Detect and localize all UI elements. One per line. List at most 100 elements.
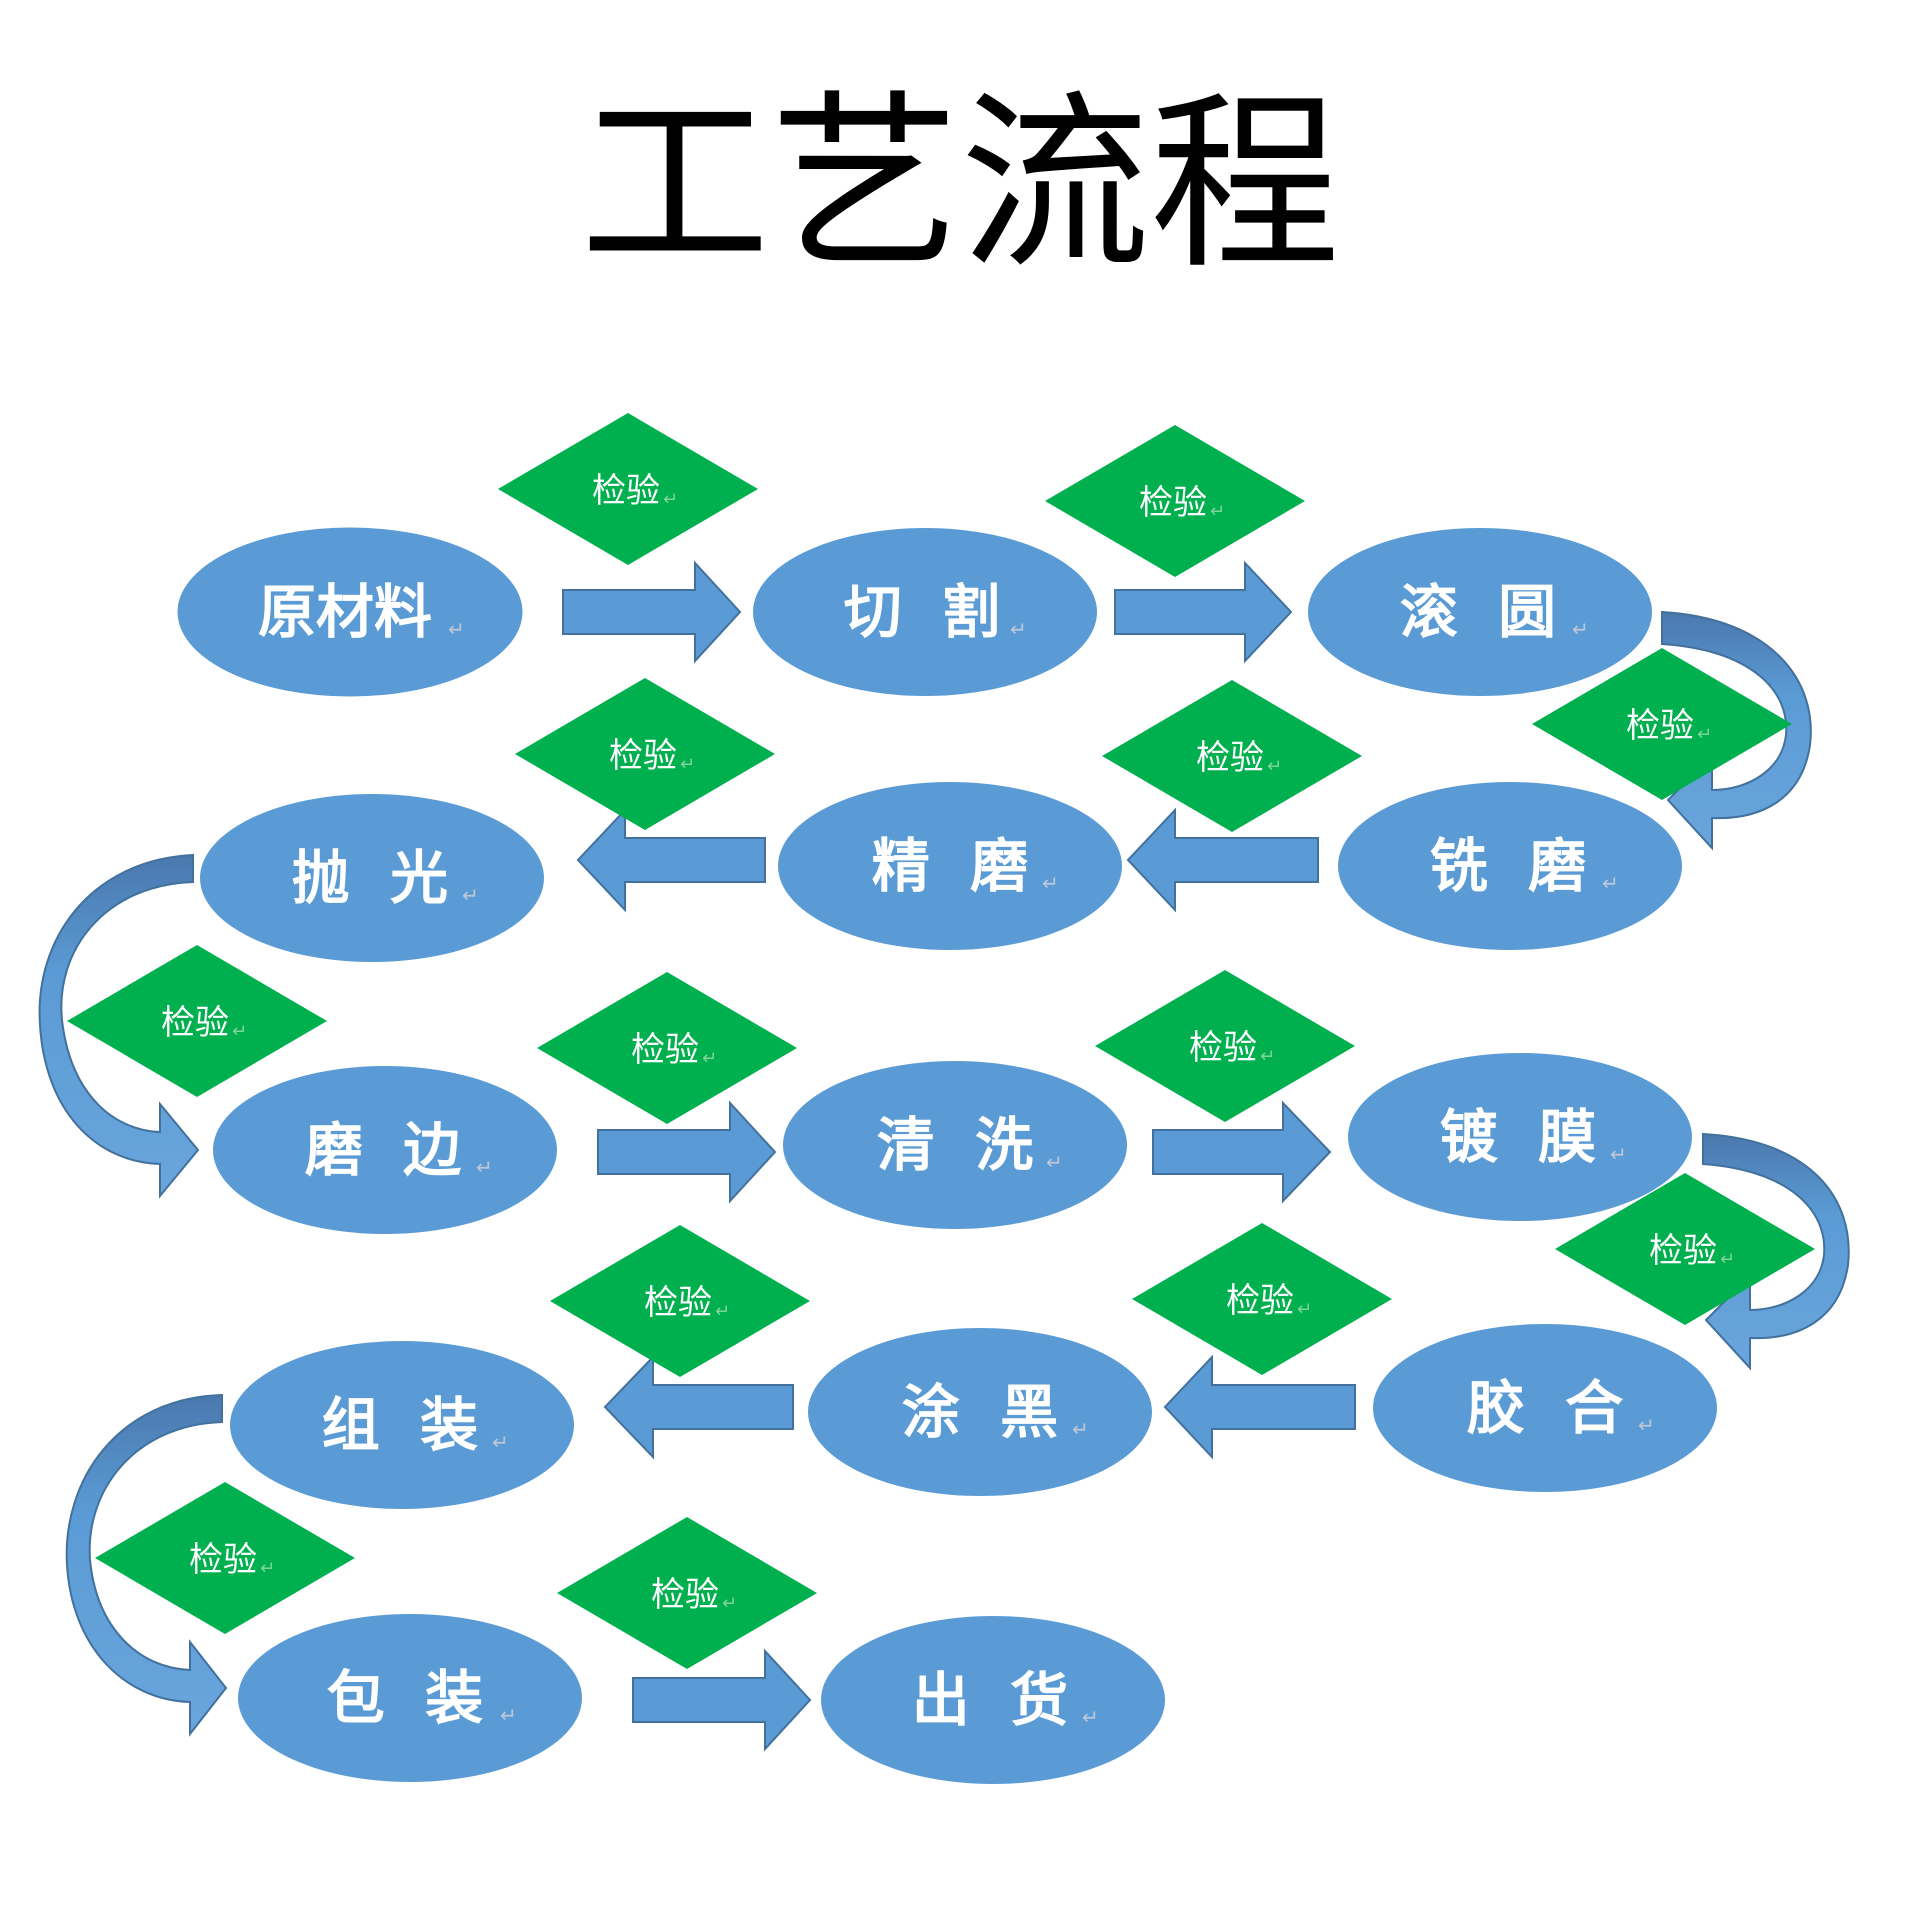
return-mark-icon: ↵ [448,617,465,641]
check-diamond-6: 检验 ↵ [67,945,327,1097]
check-diamond-3: 检验 ↵ [1532,648,1792,800]
arrow-left-3 [1163,1354,1356,1460]
check-label: 检验 [189,1540,257,1580]
inspection-diamonds: 检验 ↵ 检验 ↵ 检验 ↵ 检验 ↵ 检验 ↵ 检验 ↵ [67,413,1815,1669]
check-label: 检验 [1649,1231,1717,1271]
return-mark-icon: ↵ [1210,501,1225,522]
check-label: 检验 [1626,706,1694,746]
arrow-left-4 [603,1354,794,1460]
curved-arrows [38,610,1850,1737]
return-mark-icon: ↵ [680,754,695,775]
node-label: 切 割 [844,578,1000,646]
check-label: 检验 [1139,483,1207,523]
arrow-left-2 [576,807,766,913]
node-qiege: 切 割 ↵ [753,528,1097,696]
node-label: 滚 圆 [1400,578,1556,646]
return-mark-icon: ↵ [462,883,479,907]
check-label: 检验 [161,1003,229,1043]
curved-arrow-left-2 [65,1393,228,1737]
check-diamond-7: 检验 ↵ [537,972,797,1124]
arrow-right-4 [1152,1100,1332,1204]
return-mark-icon: ↵ [715,1301,730,1322]
node-label: 磨 边 [305,1116,461,1184]
node-mobian: 磨 边 ↵ [213,1066,557,1234]
return-mark-icon: ↵ [476,1155,493,1179]
return-mark-icon: ↵ [1072,1417,1089,1441]
node-gunyuan: 滚 圆 ↵ [1308,528,1652,696]
check-diamond-13: 检验 ↵ [557,1517,817,1669]
return-mark-icon: ↵ [260,1558,275,1579]
curved-arrow-right-2 [1702,1132,1850,1371]
check-diamond-11: 检验 ↵ [1132,1223,1392,1375]
check-label: 检验 [1196,738,1264,778]
arrow-right-1 [562,560,742,664]
process-nodes: 原材料 ↵ 切 割 ↵ 滚 圆 ↵ 铣 磨 ↵ 精 磨 ↵ 抛 光 ↵ [177,527,1717,1784]
return-mark-icon: ↵ [492,1430,509,1454]
return-mark-icon: ↵ [232,1021,247,1042]
return-mark-icon: ↵ [1042,871,1059,895]
return-mark-icon: ↵ [1638,1413,1655,1437]
node-label: 精 磨 [872,832,1028,900]
check-label: 检验 [651,1575,719,1615]
return-mark-icon: ↵ [1082,1705,1099,1729]
return-mark-icon: ↵ [1572,617,1589,641]
check-diamond-9: 检验 ↵ [1555,1173,1815,1325]
check-diamond-2: 检验 ↵ [1045,425,1305,577]
return-mark-icon: ↵ [1697,724,1712,745]
node-ximo: 铣 磨 ↵ [1338,782,1682,950]
check-label: 检验 [1226,1281,1294,1321]
node-paoguang: 抛 光 ↵ [200,794,544,962]
arrow-right-2 [1114,560,1293,664]
node-yuancailiao: 原材料 ↵ [177,527,523,697]
check-label: 检验 [644,1283,712,1323]
check-diamond-10: 检验 ↵ [550,1225,810,1377]
node-jiaohe: 胶 合 ↵ [1373,1324,1717,1492]
check-diamond-1: 检验 ↵ [498,413,758,565]
return-mark-icon: ↵ [1267,756,1282,777]
node-label: 铣 磨 [1430,832,1586,900]
check-diamond-5: 检验 ↵ [1102,680,1362,832]
node-label: 包 装 [327,1664,483,1732]
arrow-left-1 [1126,807,1319,913]
return-mark-icon: ↵ [1010,617,1027,641]
node-label: 清 洗 [877,1111,1033,1179]
node-dumo: 镀 膜 ↵ [1348,1053,1692,1221]
return-mark-icon: ↵ [1046,1150,1063,1174]
arrow-right-3 [597,1100,777,1204]
return-mark-icon: ↵ [1720,1249,1735,1270]
return-mark-icon: ↵ [702,1048,717,1069]
node-label: 抛 光 [292,844,448,912]
node-tuhei: 涂 黑 ↵ [808,1328,1152,1496]
node-label: 组 装 [322,1391,478,1459]
check-label: 检验 [1189,1028,1257,1068]
return-mark-icon: ↵ [1602,871,1619,895]
check-diamond-4: 检验 ↵ [515,678,775,830]
return-mark-icon: ↵ [1260,1046,1275,1067]
check-label: 检验 [609,736,677,776]
return-mark-icon: ↵ [500,1703,517,1727]
curved-arrow-right-1 [1661,610,1812,851]
node-label: 胶 合 [1467,1374,1623,1442]
arrow-right-5 [632,1648,812,1752]
node-label: 镀 膜 [1440,1103,1596,1171]
return-mark-icon: ↵ [1297,1299,1312,1320]
check-label: 检验 [592,471,660,511]
node-baozhuang: 包 装 ↵ [238,1614,582,1782]
return-mark-icon: ↵ [722,1593,737,1614]
check-label: 检验 [631,1030,699,1070]
curved-arrow-left-1 [38,853,200,1199]
return-mark-icon: ↵ [1610,1142,1627,1166]
page-title: 工艺流程 [580,74,1340,295]
node-label: 出 货 [912,1666,1068,1734]
return-mark-icon: ↵ [663,489,678,510]
node-label: 原材料 [258,578,432,646]
node-chuhuo: 出 货 ↵ [821,1616,1165,1784]
node-qingxi: 清 洗 ↵ [783,1061,1127,1229]
node-zuzhuang: 组 装 ↵ [230,1341,574,1509]
arrows [562,560,1356,1752]
check-diamond-12: 检验 ↵ [95,1482,355,1634]
node-jingmo: 精 磨 ↵ [778,782,1122,950]
node-label: 涂 黑 [902,1378,1058,1446]
check-diamond-8: 检验 ↵ [1095,970,1355,1122]
